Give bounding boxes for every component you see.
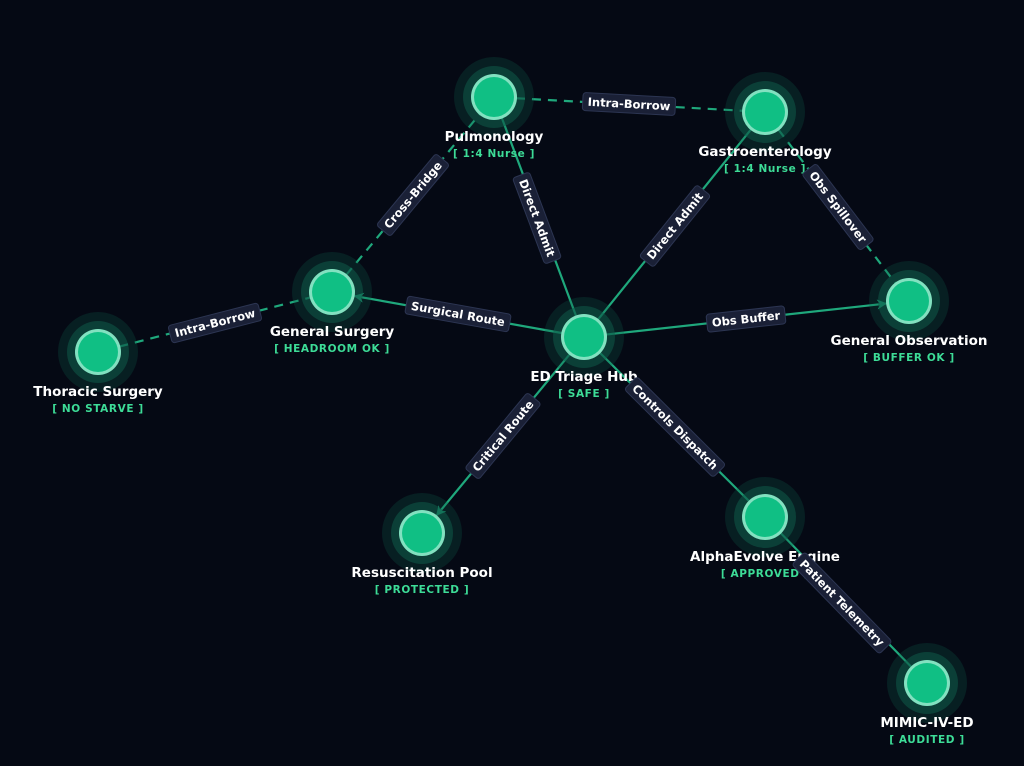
- edge-label-text: Direct Admit: [644, 189, 707, 262]
- node-status-badge: [ APPROVED ]: [721, 568, 809, 580]
- edge-label-controls-dispatch: Controls Dispatch: [625, 377, 725, 477]
- edge-label-text: Controls Dispatch: [629, 381, 721, 472]
- edge-label-background: [168, 302, 262, 344]
- edge-label-background: [465, 393, 541, 479]
- node-core: [312, 272, 352, 312]
- node-name: AlphaEvolve Engine: [690, 549, 840, 565]
- edge-label-text: Cross-Bridge: [381, 158, 445, 231]
- edge-label-critical-route: Critical Route: [465, 393, 541, 479]
- edge-label-background: [377, 154, 449, 236]
- node-mimic-iv-ed[interactable]: MIMIC-IV-ED [ AUDITED ]: [880, 643, 974, 746]
- edge-label-surgical-route: Surgical Route: [404, 295, 512, 333]
- node-status-badge: [ SAFE ]: [558, 388, 610, 400]
- edge-label-text: Surgical Route: [410, 299, 506, 330]
- node-status-badge: [ NO STARVE ]: [52, 403, 144, 415]
- edge-label-background: [581, 92, 677, 116]
- node-name: ED Triage Hub: [530, 369, 638, 385]
- node-name: Resuscitation Pool: [351, 565, 492, 581]
- edge-label-text: Patient Telemetry: [797, 557, 888, 650]
- edge-label-direct-admit: Direct Admit: [639, 185, 711, 267]
- edge-label-direct-admit: Direct Admit: [512, 172, 562, 264]
- edge-label-obs-spillover: Obs Spillover: [802, 164, 874, 250]
- edge-label-background: [705, 305, 787, 333]
- node-general-surgery[interactable]: General Surgery [ HEADROOM OK ]: [270, 252, 395, 355]
- edge-label-text: Intra-Borrow: [587, 95, 671, 114]
- edge-label-text: Critical Route: [469, 397, 536, 474]
- edge-label-background: [802, 164, 874, 250]
- edge-label-background: [792, 552, 892, 654]
- node-status-badge: [ HEADROOM OK ]: [274, 343, 390, 355]
- edge-label-obs-buffer: Obs Buffer: [705, 305, 787, 333]
- node-name: General Surgery: [270, 324, 395, 340]
- node-thoracic-surgery[interactable]: Thoracic Surgery [ NO STARVE ]: [33, 312, 163, 415]
- node-status-badge: [ PROTECTED ]: [375, 584, 470, 596]
- node-status-badge: [ AUDITED ]: [889, 734, 965, 746]
- node-alphaevolve-engine[interactable]: AlphaEvolve Engine [ APPROVED ]: [690, 477, 840, 580]
- node-name: Gastroenterology: [698, 144, 831, 160]
- edge-label-background: [639, 185, 711, 267]
- edge-label-background: [625, 377, 725, 477]
- node-name: General Observation: [831, 333, 988, 349]
- node-core: [889, 281, 929, 321]
- node-resuscitation-pool[interactable]: Resuscitation Pool [ PROTECTED ]: [351, 493, 493, 596]
- node-status-badge: [ BUFFER OK ]: [863, 352, 955, 364]
- node-status-badge: [ 1:4 Nurse ]: [724, 163, 806, 175]
- node-pulmonology[interactable]: Pulmonology [ 1:4 Nurse ]: [445, 57, 544, 160]
- node-name: MIMIC-IV-ED: [880, 715, 973, 731]
- node-core: [745, 497, 785, 537]
- edge-label-background: [512, 172, 562, 264]
- node-core: [907, 663, 947, 703]
- node-ed-triage-hub[interactable]: ED Triage Hub [ SAFE ]: [530, 297, 638, 400]
- node-general-observation[interactable]: General Observation [ BUFFER OK ]: [831, 261, 988, 364]
- node-core: [402, 513, 442, 553]
- edge-label-text: Obs Spillover: [806, 169, 869, 246]
- node-name: Pulmonology: [445, 129, 544, 145]
- nodes-layer: Pulmonology[ 1:4 Nurse ]Gastroenterology…: [33, 57, 987, 746]
- node-core: [78, 332, 118, 372]
- node-core: [564, 317, 604, 357]
- node-gastroenterology[interactable]: Gastroenterology [ 1:4 Nurse ]: [698, 72, 832, 175]
- node-name: Thoracic Surgery: [33, 384, 163, 400]
- node-core: [745, 92, 785, 132]
- edge-label-cross-bridge: Cross-Bridge: [377, 154, 449, 236]
- edge-label-background: [404, 295, 512, 333]
- edge-label-intra-borrow: Intra-Borrow: [168, 302, 262, 344]
- node-core: [474, 77, 514, 117]
- edge-label-intra-borrow: Intra-Borrow: [581, 92, 677, 116]
- node-status-badge: [ 1:4 Nurse ]: [453, 148, 535, 160]
- edge-label-text: Direct Admit: [516, 177, 558, 259]
- edge-label-patient-telemetry: Patient Telemetry: [792, 552, 892, 654]
